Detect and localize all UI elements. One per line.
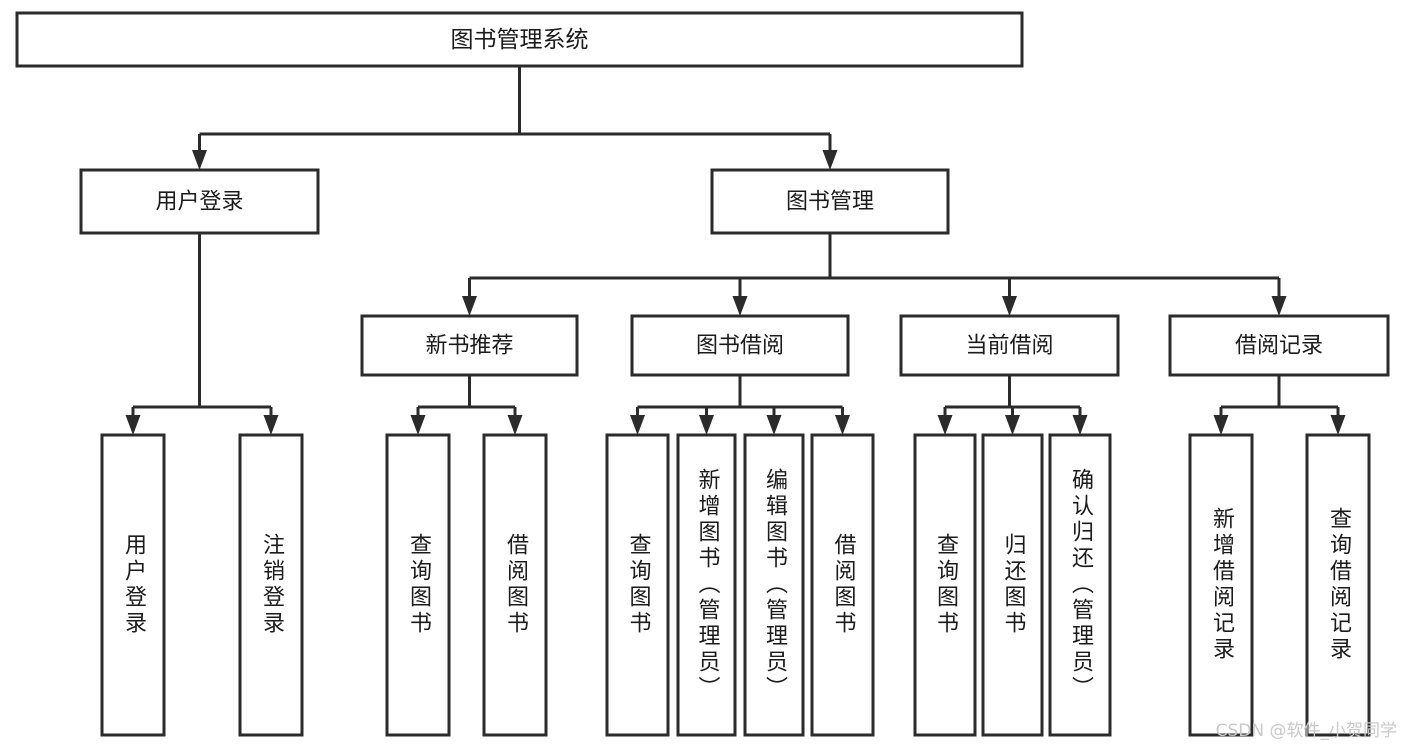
node-label-new-book-rec: 新书推荐 bbox=[425, 334, 513, 359]
node-box-leaf-query-record bbox=[1305, 433, 1371, 737]
node-leaf-borrow-book-2[interactable]: 借阅图书 bbox=[810, 433, 875, 737]
node-box-leaf-borrow-book-1 bbox=[482, 433, 548, 737]
node-label-borrow-record: 借阅记录 bbox=[1235, 334, 1323, 359]
node-current-borrow[interactable]: 当前借阅 bbox=[899, 314, 1120, 377]
node-leaf-return-book[interactable]: 归还图书 bbox=[981, 433, 1044, 737]
node-box-leaf-add-book bbox=[676, 433, 737, 737]
node-label-leaf-confirm-return: 确认归还（管理员） bbox=[1068, 468, 1093, 702]
edge-group-user-login bbox=[125, 233, 279, 435]
edge-group-borrow-record bbox=[1213, 375, 1346, 435]
edge-group-book-manage bbox=[462, 233, 1287, 316]
node-label-wrap-leaf-edit-book: 编辑图书（管理员） bbox=[762, 468, 787, 702]
node-leaf-edit-book[interactable]: 编辑图书（管理员） bbox=[743, 433, 805, 737]
node-leaf-query-book-2[interactable]: 查询图书 bbox=[605, 433, 670, 737]
node-leaf-borrow-book-1[interactable]: 借阅图书 bbox=[482, 433, 548, 737]
node-box-book-manage bbox=[710, 168, 950, 235]
node-box-new-book-rec bbox=[360, 314, 579, 377]
node-label-leaf-query-book-3: 查询图书 bbox=[933, 533, 958, 637]
node-box-book-borrow bbox=[630, 314, 850, 377]
node-label-wrap-leaf-logout: 注销登录 bbox=[259, 533, 284, 637]
node-label-book-borrow: 图书借阅 bbox=[696, 334, 784, 359]
watermark-text: CSDN @软件_小贺同学 bbox=[1215, 721, 1397, 741]
node-label-leaf-user-login: 用户登录 bbox=[121, 533, 146, 637]
node-borrow-record[interactable]: 借阅记录 bbox=[1168, 314, 1390, 377]
node-label-leaf-return-book: 归还图书 bbox=[1000, 533, 1026, 637]
node-leaf-confirm-return[interactable]: 确认归还（管理员） bbox=[1048, 433, 1112, 737]
edge-group-new-book-rec bbox=[410, 375, 523, 435]
node-label-current-borrow: 当前借阅 bbox=[965, 334, 1053, 359]
node-box-leaf-borrow-book-2 bbox=[810, 433, 875, 737]
node-leaf-user-login[interactable]: 用户登录 bbox=[100, 433, 166, 737]
nodes-layer: 图书管理系统用户登录图书管理新书推荐图书借阅当前借阅借阅记录用户登录注销登录查询… bbox=[15, 11, 1390, 737]
node-box-user-login bbox=[79, 168, 320, 235]
node-box-leaf-query-book-1 bbox=[385, 433, 451, 737]
node-label-wrap-leaf-query-book-1: 查询图书 bbox=[406, 533, 431, 637]
node-new-book-rec[interactable]: 新书推荐 bbox=[360, 314, 579, 377]
node-label-leaf-edit-book: 编辑图书（管理员） bbox=[762, 468, 787, 702]
node-label-leaf-borrow-book-1: 借阅图书 bbox=[503, 533, 528, 637]
node-label-wrap-leaf-borrow-book-1: 借阅图书 bbox=[503, 533, 528, 637]
node-box-borrow-record bbox=[1168, 314, 1390, 377]
node-label-wrap-leaf-query-book-3: 查询图书 bbox=[933, 533, 958, 637]
node-box-leaf-edit-book bbox=[743, 433, 805, 737]
node-label-leaf-query-book-1: 查询图书 bbox=[406, 533, 431, 637]
node-book-manage[interactable]: 图书管理 bbox=[710, 168, 950, 235]
node-label-wrap-leaf-borrow-book-2: 借阅图书 bbox=[830, 533, 856, 637]
node-box-leaf-user-login bbox=[100, 433, 166, 737]
node-label-leaf-borrow-book-2: 借阅图书 bbox=[830, 533, 856, 637]
node-box-leaf-logout bbox=[238, 433, 304, 737]
node-root[interactable]: 图书管理系统 bbox=[15, 11, 1024, 68]
node-label-book-manage: 图书管理 bbox=[786, 190, 874, 215]
edges-layer bbox=[125, 66, 1346, 435]
node-label-leaf-add-record: 新增借阅记录 bbox=[1209, 507, 1234, 663]
node-leaf-query-book-3[interactable]: 查询图书 bbox=[913, 433, 977, 737]
node-box-leaf-query-book-3 bbox=[913, 433, 977, 737]
node-label-leaf-query-record: 查询借阅记录 bbox=[1326, 507, 1351, 663]
node-label-wrap-leaf-return-book: 归还图书 bbox=[1000, 533, 1026, 637]
node-book-borrow[interactable]: 图书借阅 bbox=[630, 314, 850, 377]
node-leaf-query-book-1[interactable]: 查询图书 bbox=[385, 433, 451, 737]
node-box-leaf-query-book-2 bbox=[605, 433, 670, 737]
edge-group-current-borrow bbox=[937, 375, 1088, 435]
node-label-user-login: 用户登录 bbox=[155, 190, 243, 215]
node-label-wrap-leaf-query-book-2: 查询图书 bbox=[625, 533, 651, 637]
node-label-leaf-add-book: 新增图书（管理员） bbox=[694, 468, 720, 702]
node-leaf-logout[interactable]: 注销登录 bbox=[238, 433, 304, 737]
node-label-root: 图书管理系统 bbox=[451, 27, 589, 53]
node-leaf-query-record[interactable]: 查询借阅记录 bbox=[1305, 433, 1371, 737]
node-label-leaf-query-book-2: 查询图书 bbox=[625, 533, 651, 637]
node-user-login[interactable]: 用户登录 bbox=[79, 168, 320, 235]
node-box-leaf-confirm-return bbox=[1048, 433, 1112, 737]
node-label-wrap-leaf-add-record: 新增借阅记录 bbox=[1209, 507, 1234, 663]
node-label-wrap-leaf-confirm-return: 确认归还（管理员） bbox=[1068, 468, 1093, 702]
node-box-leaf-return-book bbox=[981, 433, 1044, 737]
edge-group-root bbox=[192, 66, 838, 170]
node-box-root bbox=[15, 11, 1024, 68]
node-label-leaf-logout: 注销登录 bbox=[259, 533, 284, 637]
node-label-wrap-leaf-add-book: 新增图书（管理员） bbox=[694, 468, 720, 702]
node-leaf-add-record[interactable]: 新增借阅记录 bbox=[1188, 433, 1254, 737]
edge-group-book-borrow bbox=[630, 375, 850, 435]
node-box-leaf-add-record bbox=[1188, 433, 1254, 737]
node-label-wrap-leaf-query-record: 查询借阅记录 bbox=[1326, 507, 1351, 663]
node-label-wrap-leaf-user-login: 用户登录 bbox=[121, 533, 146, 637]
node-box-current-borrow bbox=[899, 314, 1120, 377]
node-leaf-add-book[interactable]: 新增图书（管理员） bbox=[676, 433, 737, 737]
